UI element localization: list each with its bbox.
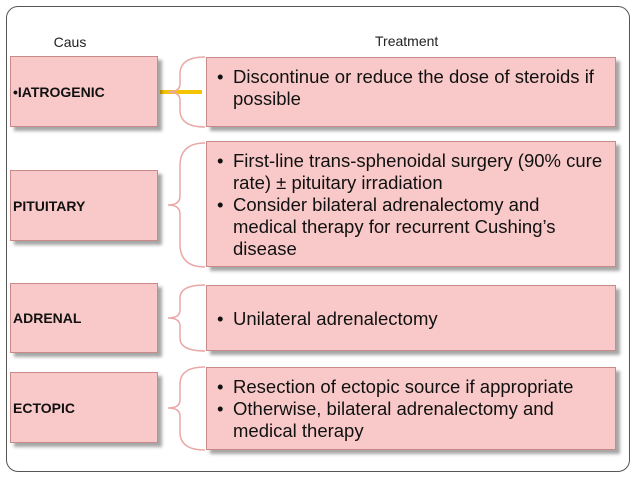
treatment-item: Consider bilateral adrenalectomy and med…: [217, 194, 605, 260]
cause-label: •IATROGENIC: [13, 83, 105, 100]
treatment-item: Unilateral adrenalectomy: [217, 308, 438, 330]
treatment-item: Resection of ectopic source if appropria…: [217, 376, 605, 398]
treatment-adrenal: Unilateral adrenalectomy: [206, 285, 616, 351]
adrenal-brace: [167, 284, 206, 352]
treatment-item: First-line trans-sphenoidal surgery (90%…: [217, 150, 605, 194]
iatrogenic-brace: [167, 56, 206, 128]
cause-pituitary: PITUITARY: [10, 170, 158, 241]
treatment-item: Otherwise, bilateral adrenalectomy and m…: [217, 398, 605, 442]
cause-iatrogenic: •IATROGENIC: [10, 56, 158, 127]
treatment-header: Treatment: [375, 33, 439, 49]
cause-ectopic: ECTOPIC: [10, 372, 158, 443]
ectopic-brace: [167, 366, 206, 451]
treatment-ectopic: Resection of ectopic source if appropria…: [206, 367, 616, 450]
slide-frame: [6, 6, 630, 472]
treatment-pituitary: First-line trans-sphenoidal surgery (90%…: [206, 141, 616, 267]
cause-label: ADRENAL: [13, 310, 82, 326]
pituitary-brace: [167, 142, 206, 268]
cause-label: PITUITARY: [13, 197, 86, 214]
treatment-iatrogenic: Discontinue or reduce the dose of steroi…: [206, 57, 616, 127]
treatment-item: Discontinue or reduce the dose of steroi…: [217, 66, 605, 110]
cause-label: ECTOPIC: [13, 399, 75, 416]
cause-adrenal: ADRENAL: [10, 283, 158, 353]
